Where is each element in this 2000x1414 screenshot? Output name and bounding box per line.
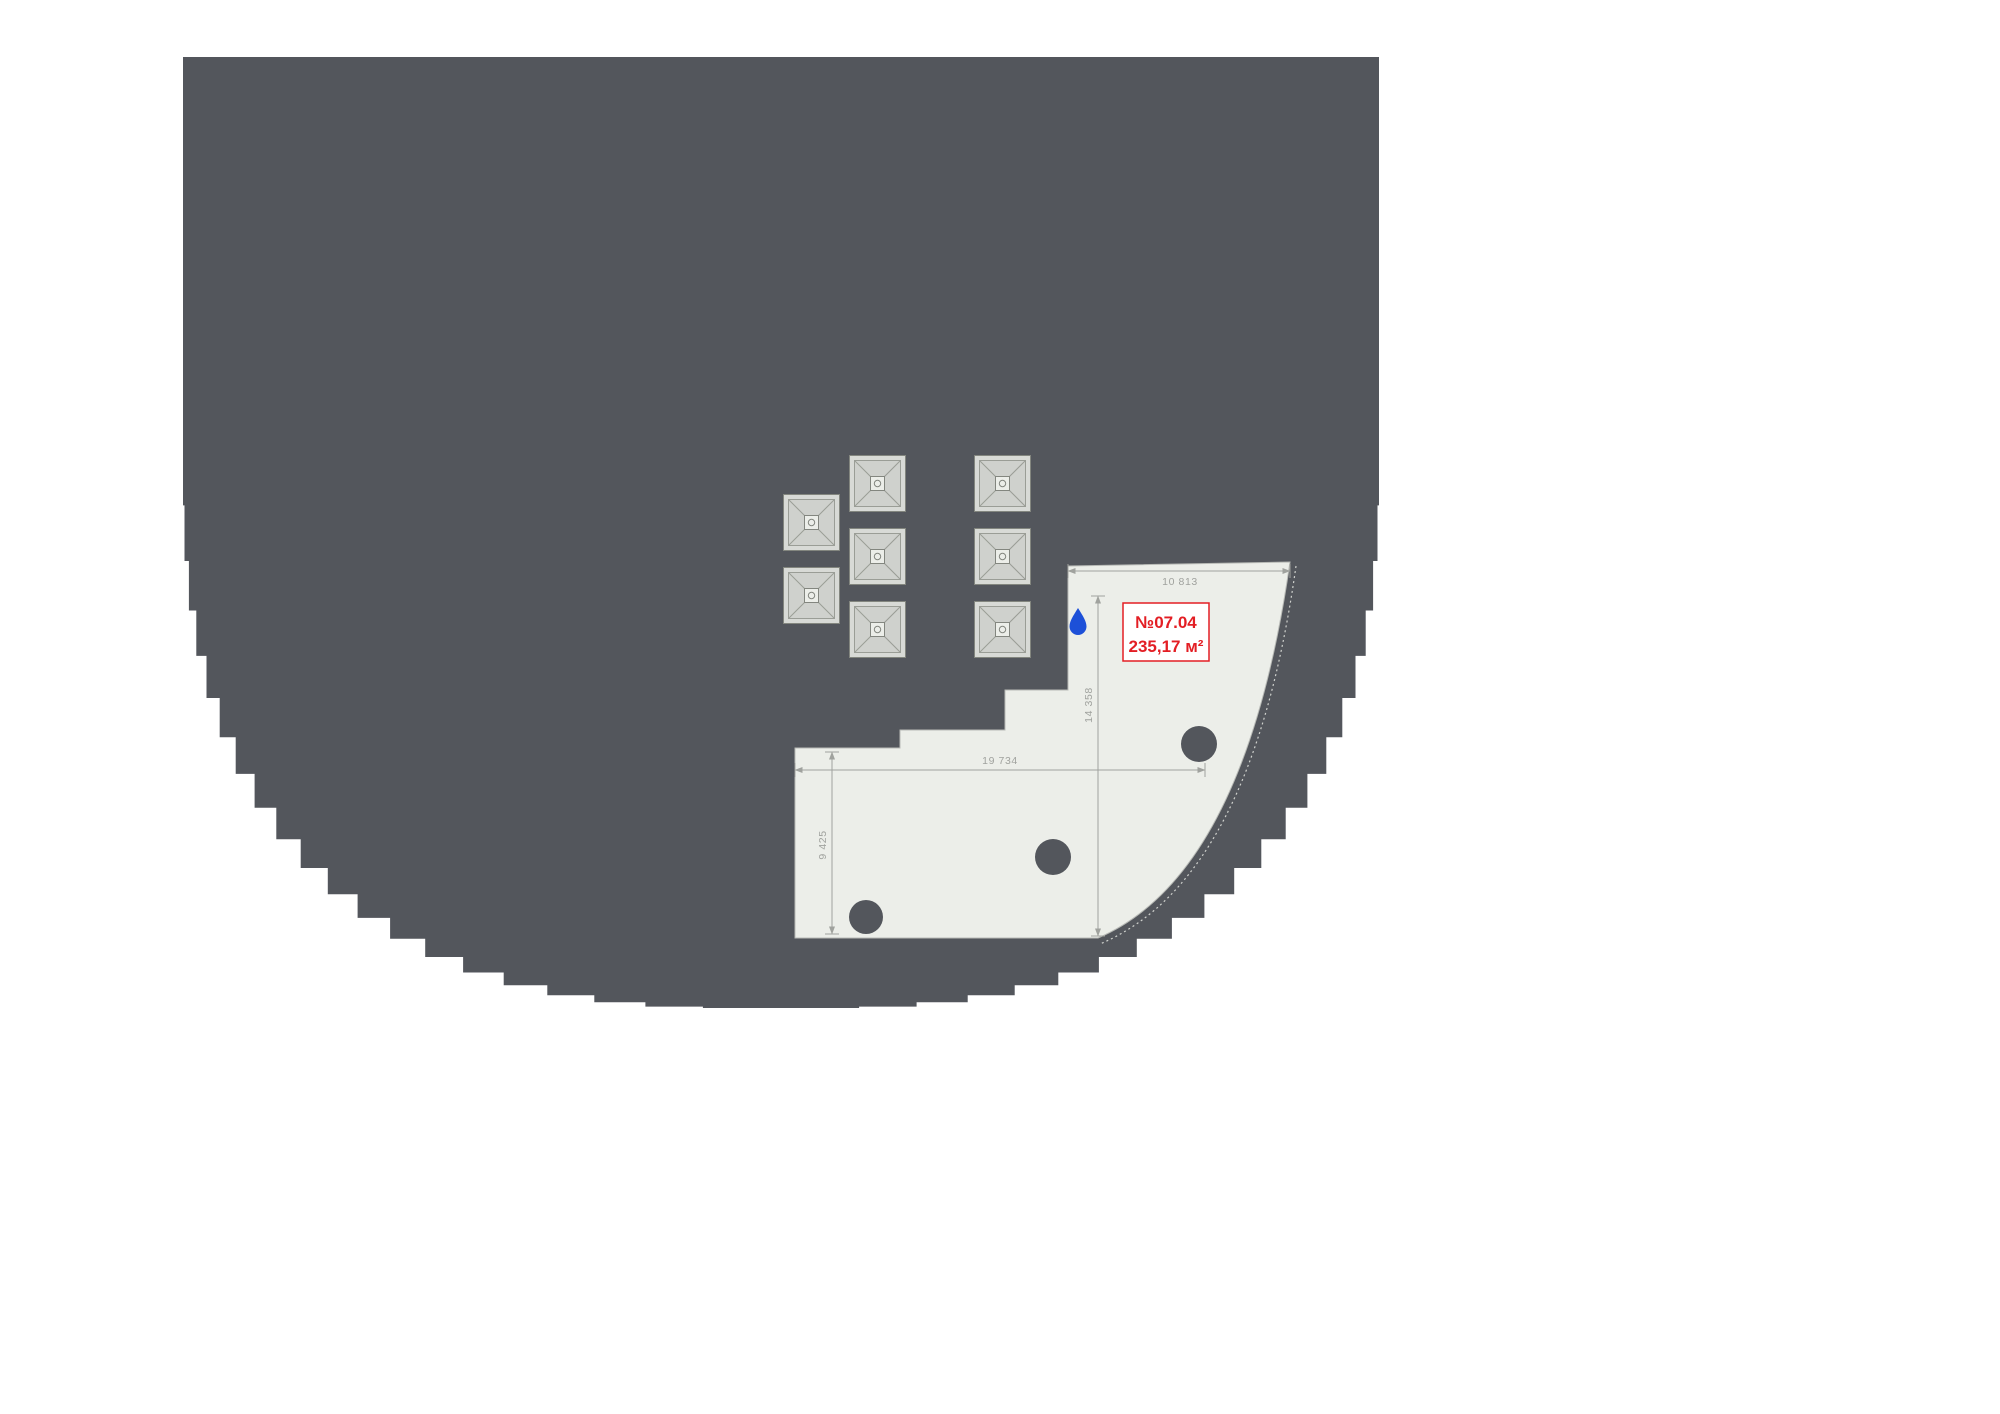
unit-label[interactable]: №07.04 235,17 м² <box>1122 602 1210 662</box>
dimension-bottom-width: 19 734 <box>794 755 1206 777</box>
elevator-shaft-icon <box>975 456 1031 512</box>
dimension-label: 9 425 <box>817 830 829 859</box>
dimension-label: 19 734 <box>982 755 1018 767</box>
elevator-shaft-icon <box>784 495 840 551</box>
building-mass <box>183 57 1379 1008</box>
structural-column <box>849 900 883 934</box>
elevator-shaft-icon <box>850 529 906 585</box>
elevator-shaft-icon <box>850 602 906 658</box>
elevator-shaft-icon <box>975 529 1031 585</box>
elevator-shaft-icon <box>975 602 1031 658</box>
unit-number-label: №07.04 <box>1135 613 1197 632</box>
elevator-shaft-icon <box>850 456 906 512</box>
unit-area-label: 235,17 м² <box>1129 637 1204 656</box>
water-drop-icon <box>1069 608 1087 635</box>
dimension-label: 14 358 <box>1083 687 1095 723</box>
dimension-unit-height: 14 358 <box>1083 595 1105 937</box>
dimension-top: 10 813 <box>1067 564 1291 588</box>
structural-column <box>1035 839 1071 875</box>
structural-column <box>1181 726 1217 762</box>
unit-label-box[interactable] <box>1122 602 1210 662</box>
dimension-left-height: 9 425 <box>817 751 839 935</box>
elevator-shaft-icon <box>784 568 840 624</box>
dimension-label: 10 813 <box>1162 576 1198 588</box>
